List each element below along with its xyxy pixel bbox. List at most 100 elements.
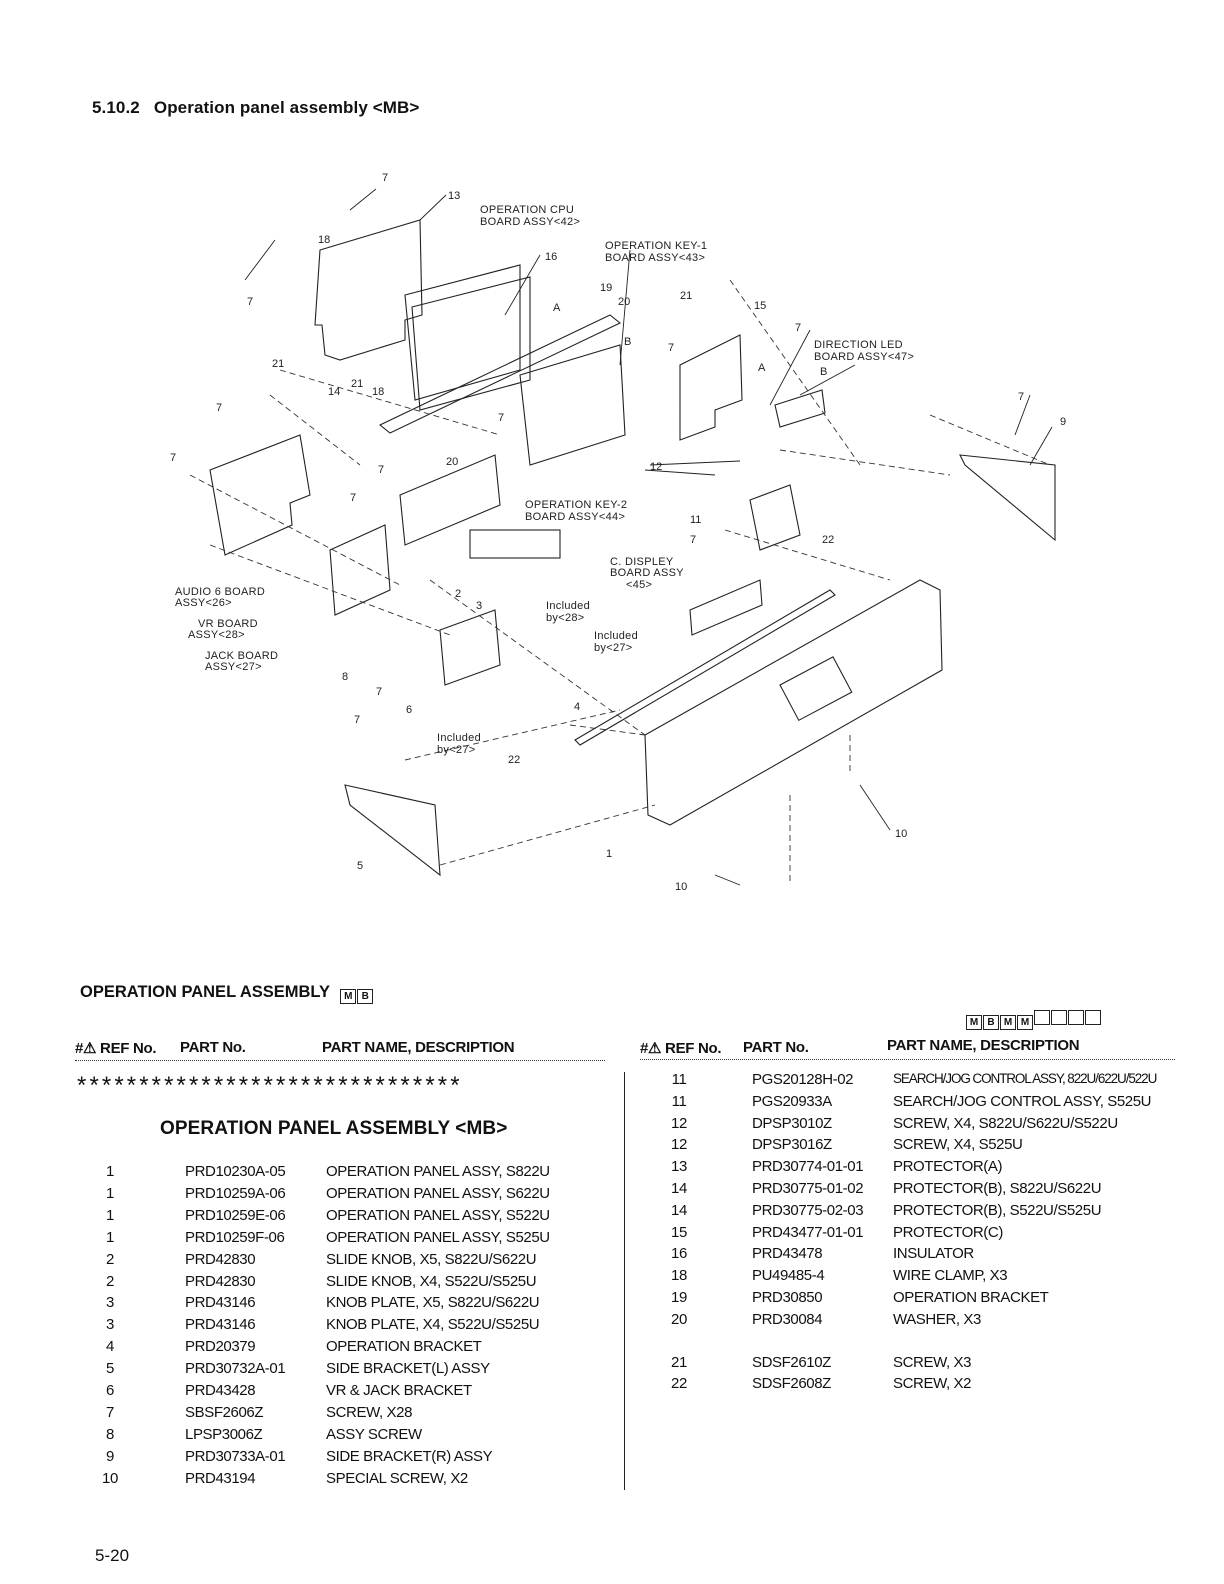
cell-part: PRD30732A-01 bbox=[185, 1360, 286, 1378]
callout: 7 bbox=[382, 172, 388, 184]
cell-part: PRD10259F-06 bbox=[185, 1228, 285, 1246]
callout: 10 bbox=[675, 881, 687, 893]
callout: 3 bbox=[476, 600, 482, 612]
cell-ref: 18 bbox=[671, 1267, 687, 1285]
callout: 22 bbox=[822, 534, 834, 546]
operation-panel-shape bbox=[644, 579, 943, 826]
model-box: M bbox=[1017, 1015, 1033, 1030]
callout: 18 bbox=[318, 234, 330, 246]
cell-ref: 1 bbox=[106, 1184, 114, 1202]
callout: 9 bbox=[1060, 416, 1066, 428]
cell-desc: VR & JACK BRACKET bbox=[326, 1382, 472, 1399]
cell-desc: PROTECTOR(B), S822U/S622U bbox=[893, 1180, 1102, 1197]
label-included: by<27> bbox=[437, 744, 476, 756]
label-c-displey: <45> bbox=[626, 579, 652, 591]
cell-ref: 2 bbox=[106, 1250, 114, 1268]
cell-part: PRD43146 bbox=[185, 1294, 256, 1312]
cell-part: SDSF2610Z bbox=[752, 1353, 831, 1371]
callout: 22 bbox=[508, 754, 520, 766]
label-jack-board: JACK BOARD bbox=[205, 650, 278, 662]
side-bracket-l-shape bbox=[344, 784, 441, 877]
model-box: M bbox=[1000, 1015, 1016, 1030]
label-direction-led: BOARD ASSY<47> bbox=[814, 351, 914, 363]
direction-led-shape bbox=[774, 389, 826, 428]
callout: 19 bbox=[600, 282, 612, 294]
cell-ref: 4 bbox=[106, 1338, 114, 1356]
key2-board-shape bbox=[399, 454, 501, 546]
cell-part: PRD43146 bbox=[185, 1316, 256, 1334]
section-number: 5.10.2 bbox=[92, 98, 140, 117]
exploded-diagram: 7 13 18 16 7 19 20 A B 21 15 7 A B 7 21 … bbox=[170, 172, 1066, 893]
cell-part: PRD30774-01-01 bbox=[752, 1158, 864, 1176]
cell-part: PRD30775-01-02 bbox=[752, 1180, 864, 1197]
cell-part: PRD30084 bbox=[752, 1310, 823, 1328]
cell-ref: 20 bbox=[671, 1310, 687, 1328]
callout: B bbox=[624, 336, 631, 348]
model-box bbox=[1068, 1010, 1084, 1025]
label-key2-board: OPERATION KEY-2 bbox=[525, 499, 627, 511]
cell-desc: OPERATION PANEL ASSY, S622U bbox=[326, 1184, 550, 1202]
callout: 20 bbox=[618, 296, 630, 308]
model-box: B bbox=[983, 1015, 999, 1030]
label-cpu-board: OPERATION CPU bbox=[480, 204, 574, 216]
cell-ref: 22 bbox=[671, 1375, 687, 1393]
label-audio6: AUDIO 6 BOARD bbox=[175, 586, 265, 598]
label-included: Included bbox=[546, 600, 590, 612]
jack-bracket-shape bbox=[439, 609, 501, 686]
callout: 7 bbox=[690, 534, 696, 546]
header-ref: #⚠ REF No. bbox=[75, 1040, 157, 1057]
cell-ref: 2 bbox=[106, 1272, 114, 1290]
cell-part: PRD43194 bbox=[185, 1469, 256, 1487]
label-jack-board: ASSY<27> bbox=[205, 661, 262, 673]
cell-part: PU49485-4 bbox=[752, 1267, 825, 1285]
callout: 2 bbox=[455, 588, 461, 600]
label-direction-led: DIRECTION LED bbox=[814, 339, 903, 351]
header-divider bbox=[640, 1059, 1175, 1060]
badge-box: M bbox=[340, 989, 357, 1004]
cell-ref: 5 bbox=[106, 1360, 114, 1378]
operation-bracket-19-shape bbox=[378, 314, 622, 434]
cell-desc: SPECIAL SCREW, X2 bbox=[326, 1469, 468, 1487]
table-title-text: OPERATION PANEL ASSEMBLY bbox=[80, 983, 330, 1001]
cell-ref: 10 bbox=[102, 1469, 118, 1487]
callout: 6 bbox=[406, 704, 412, 716]
cell-desc: SEARCH/JOG CONTROL ASSY, S525U bbox=[893, 1092, 1152, 1110]
section-title: Operation panel assembly <MB> bbox=[153, 98, 420, 117]
cell-ref: 19 bbox=[671, 1289, 687, 1306]
callout: B bbox=[820, 366, 827, 378]
cell-desc: OPERATION PANEL ASSY, S525U bbox=[326, 1228, 550, 1246]
callout: 7 bbox=[498, 412, 504, 424]
cell-desc: SCREW, X2 bbox=[893, 1375, 972, 1393]
cell-part: PRD10259E-06 bbox=[185, 1206, 286, 1224]
cell-part: PRD42830 bbox=[185, 1272, 256, 1290]
callout: 14 bbox=[328, 386, 340, 398]
model-box bbox=[1085, 1010, 1101, 1025]
side-bracket-r-shape bbox=[959, 454, 1056, 542]
header-part: PART No. bbox=[743, 1039, 809, 1056]
cell-part: PRD20379 bbox=[185, 1338, 256, 1356]
callout: 5 bbox=[357, 860, 363, 872]
cell-part: DPSP3016Z bbox=[752, 1136, 832, 1154]
cell-ref: 1 bbox=[106, 1228, 114, 1246]
header-desc: PART NAME, DESCRIPTION bbox=[887, 1037, 1080, 1054]
cell-ref: 7 bbox=[106, 1403, 114, 1421]
label-audio6: ASSY<26> bbox=[175, 597, 232, 609]
cell-ref: 8 bbox=[106, 1425, 114, 1443]
cell-desc: INSULATOR bbox=[893, 1245, 974, 1263]
cell-ref: 3 bbox=[106, 1294, 114, 1312]
callout: 21 bbox=[351, 378, 363, 390]
cell-part: PRD43428 bbox=[185, 1382, 256, 1399]
cell-ref: 11 bbox=[671, 1092, 687, 1110]
key1-board-shape bbox=[519, 344, 626, 466]
sub-heading: OPERATION PANEL ASSEMBLY <MB> bbox=[160, 1118, 508, 1139]
label-c-displey: C. DISPLEY bbox=[610, 556, 674, 568]
model-box bbox=[1034, 1010, 1050, 1025]
label-cpu-board: BOARD ASSY<42> bbox=[480, 216, 580, 228]
callout: A bbox=[758, 362, 766, 374]
panel-buttons-shape bbox=[779, 656, 853, 722]
label-included: Included bbox=[594, 630, 638, 642]
protector-a-shape bbox=[314, 219, 423, 361]
column-divider bbox=[624, 1072, 625, 1490]
c-display-shape bbox=[689, 579, 763, 636]
cell-ref: 15 bbox=[671, 1223, 687, 1241]
